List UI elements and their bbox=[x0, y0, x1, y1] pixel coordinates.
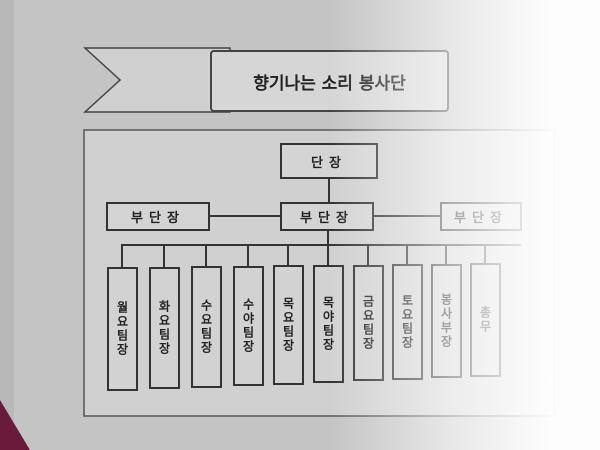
team-box: 수야팀장 bbox=[233, 265, 264, 387]
vice-leader-center: 부단장 bbox=[280, 202, 374, 231]
team-label: 수요팀장 bbox=[199, 298, 213, 355]
connector bbox=[445, 245, 447, 265]
team-box: 총무 bbox=[470, 263, 501, 377]
team-label: 토요팀장 bbox=[400, 293, 414, 350]
team-box: 화요팀장 bbox=[149, 266, 180, 390]
connector bbox=[121, 245, 123, 267]
team-box: 수요팀장 bbox=[191, 266, 222, 388]
team-box: 목야팀장 bbox=[313, 265, 344, 383]
team-box: 월요팀장 bbox=[107, 267, 138, 391]
team-box: 봉사부장 bbox=[431, 263, 462, 379]
team-label: 화요팀장 bbox=[157, 299, 171, 356]
vice-leader-label: 부단장 bbox=[454, 211, 508, 226]
team-label: 봉사부장 bbox=[439, 292, 453, 349]
team-box: 토요팀장 bbox=[392, 264, 423, 380]
vice-leader-left: 부단장 bbox=[106, 202, 210, 231]
team-label: 금요팀장 bbox=[361, 294, 375, 351]
team-label: 목요팀장 bbox=[281, 296, 295, 353]
connector bbox=[328, 179, 330, 203]
team-label: 총무 bbox=[478, 305, 492, 334]
team-label: 월요팀장 bbox=[115, 301, 129, 357]
connector bbox=[327, 231, 329, 245]
connector bbox=[163, 245, 165, 267]
connector bbox=[205, 245, 207, 267]
team-label: 목야팀장 bbox=[321, 296, 335, 352]
connector bbox=[484, 245, 486, 265]
team-label: 수야팀장 bbox=[241, 297, 255, 354]
title-scroll: 향기나는 소리 봉사단 bbox=[210, 50, 449, 112]
connector bbox=[406, 245, 408, 265]
team-box: 금요팀장 bbox=[353, 264, 384, 382]
vice-leader-right: 부단장 bbox=[440, 202, 522, 231]
connector bbox=[287, 245, 289, 266]
vice-leader-label: 부단장 bbox=[131, 211, 185, 226]
connector bbox=[247, 245, 249, 267]
team-bus-line bbox=[121, 244, 521, 246]
chart-title: 향기나는 소리 봉사단 bbox=[253, 73, 406, 94]
connector bbox=[367, 245, 369, 266]
connector bbox=[327, 245, 329, 266]
vice-leader-label: 부단장 bbox=[300, 211, 354, 226]
leader-box: 단장 bbox=[280, 143, 378, 179]
team-box: 목요팀장 bbox=[273, 265, 304, 385]
leader-label: 단장 bbox=[311, 155, 347, 171]
